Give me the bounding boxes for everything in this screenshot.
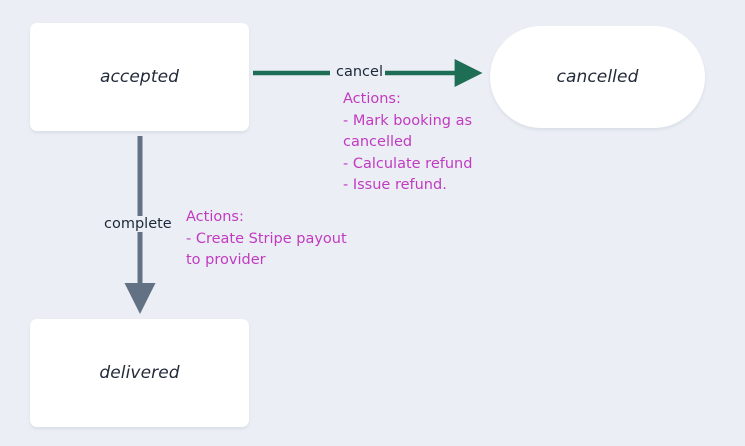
actions-item: - Calculate refund — [343, 155, 473, 172]
state-node-cancelled-label: cancelled — [556, 67, 639, 87]
actions-heading: Actions: — [186, 209, 244, 225]
actions-heading: Actions: — [343, 91, 401, 107]
state-node-cancelled[interactable]: cancelled — [490, 26, 705, 128]
edge-label-complete: complete — [101, 216, 175, 232]
edge-label-cancel: cancel — [334, 64, 385, 80]
edge-actions-cancel: Actions: - Mark booking as cancelled - C… — [343, 89, 472, 197]
actions-item: cancelled — [343, 134, 413, 150]
actions-item: to provider — [186, 252, 266, 268]
state-node-delivered[interactable]: delivered — [30, 319, 249, 427]
actions-item: - Issue refund. — [343, 177, 447, 193]
state-node-delivered-label: delivered — [99, 363, 180, 383]
edge-actions-complete: Actions: - Create Stripe payout to provi… — [186, 207, 347, 272]
state-node-accepted[interactable]: accepted — [30, 23, 249, 131]
actions-item: - Mark booking as — [343, 112, 473, 129]
actions-item: - Create Stripe payout — [186, 230, 347, 247]
state-node-accepted-label: accepted — [99, 67, 180, 87]
